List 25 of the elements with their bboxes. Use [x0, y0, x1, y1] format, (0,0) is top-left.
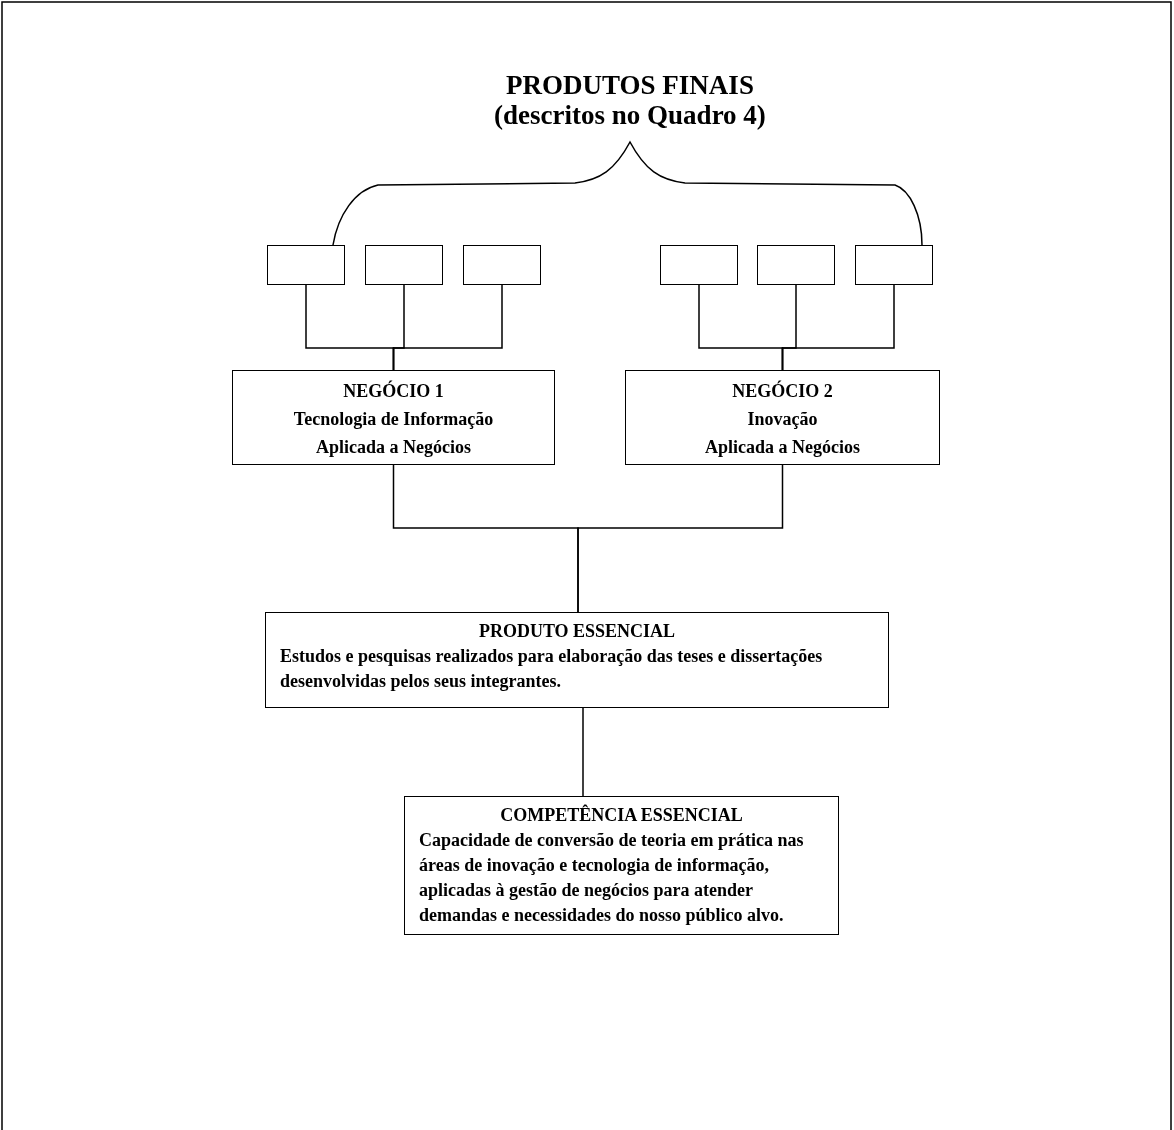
connector-line [582, 707, 584, 797]
process-box [265, 612, 889, 708]
empty-box [365, 245, 443, 285]
box-heading: NEGÓCIO 2 [731, 379, 834, 403]
box-text: Inovação [746, 408, 819, 431]
process-box [232, 370, 555, 465]
box-heading: COMPETÊNCIA ESSENCIAL [499, 803, 744, 827]
connector-line [392, 284, 503, 371]
process-box [404, 796, 839, 935]
box-text: Aplicada a Negócios [315, 436, 472, 459]
empty-box [463, 245, 541, 285]
connector-line [577, 464, 784, 613]
empty-box [855, 245, 933, 285]
box-heading: PRODUTO ESSENCIAL [477, 620, 677, 643]
box-text: Estudos e pesquisas realizados para elaboração das teses e dissertações desenvolvidas pelos seus integrantes. [280, 645, 824, 693]
empty-box [267, 245, 345, 285]
empty-box [757, 245, 835, 285]
connector-line [781, 284, 895, 371]
box-text: Capacidade de conversão de teoria em prática nas áreas de inovação e tecnologia de informação, aplicadas à gestão de negócios para atender demandas e necessidades do nosso público alvo. [419, 829, 805, 927]
box-heading: NEGÓCIO 1 [342, 379, 445, 403]
process-box [625, 370, 940, 465]
box-text: Tecnologia de Informação [292, 408, 495, 431]
empty-box [660, 245, 738, 285]
box-text: Aplicada a Negócios [704, 436, 861, 459]
diagram-title: PRODUTOS FINAIS (descritos no Quadro 4) [493, 70, 767, 130]
